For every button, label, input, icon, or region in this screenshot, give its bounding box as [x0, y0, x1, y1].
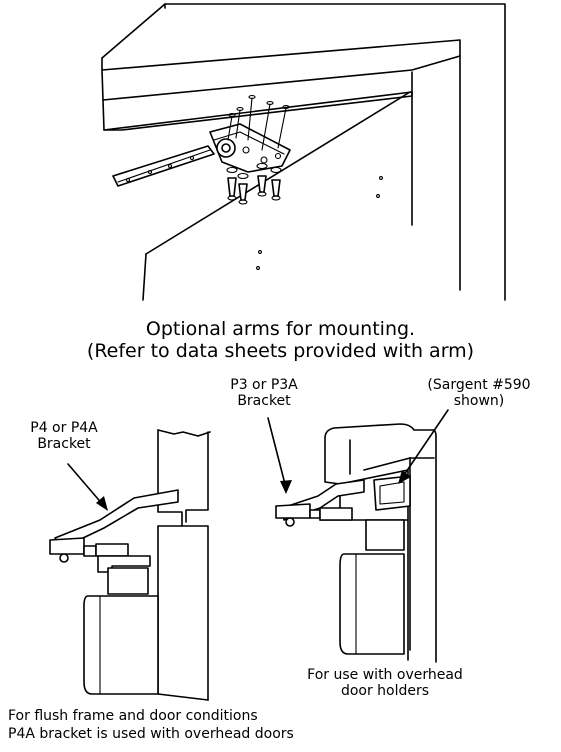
arrow-p4 [67, 463, 108, 511]
arrow-p3 [267, 417, 292, 494]
label-sargent-line-2: shown) [453, 393, 505, 409]
caption-overhead-line-1: For use with overhead [307, 667, 463, 683]
leader-arrows [67, 409, 449, 511]
screws-lower [226, 162, 282, 205]
header-frame-illustration [101, 3, 506, 301]
label-sargent-line-1: (Sargent #590 [427, 377, 531, 393]
label-p4-line-1: P4 or P4A [30, 420, 98, 436]
caption-overhead-line-2: door holders [340, 683, 430, 699]
label-p3-line-2: Bracket [237, 393, 291, 409]
label-p4-line-2: Bracket [37, 436, 91, 452]
mounting-plate [209, 123, 291, 173]
arm-bar [112, 145, 215, 187]
screws-upper [227, 94, 290, 151]
heading-line-2: (Refer to data sheets provided with arm) [86, 340, 475, 362]
heading-line-1: Optional arms for mounting. [145, 318, 416, 340]
caption-flush-line-2: P4A bracket is used with overhead doors [8, 726, 294, 742]
caption-flush-line-1: For flush frame and door conditions [8, 708, 258, 724]
flush-frame-illustration [49, 429, 211, 701]
overhead-holder-illustration [275, 423, 437, 663]
label-p3-line-1: P3 or P3A [230, 377, 298, 393]
arrow-sargent [398, 409, 449, 484]
